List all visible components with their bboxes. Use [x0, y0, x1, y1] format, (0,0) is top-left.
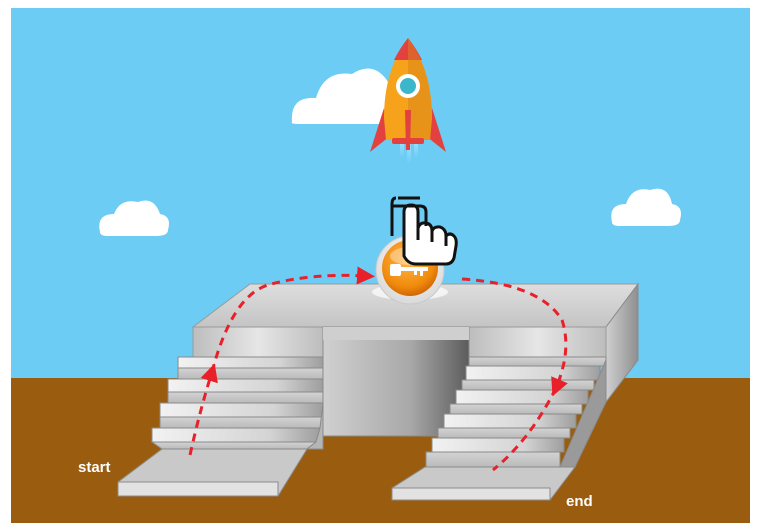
path-arrows: [188, 266, 568, 472]
path-arrow-from-button: [461, 277, 568, 397]
platform-front-left: [192, 326, 324, 358]
rocket-icon: [370, 38, 446, 164]
left-staircase: [150, 356, 324, 450]
path-arrow-up: [188, 363, 218, 456]
cloud-icon: [291, 68, 403, 124]
pointing-hand-icon: [390, 196, 458, 266]
cloud-icon: [99, 200, 169, 236]
start-label: start: [78, 459, 111, 476]
platform-block: [191, 282, 639, 437]
platform-front-right: [468, 326, 607, 358]
cloud-icon: [611, 188, 681, 226]
end-label: end: [566, 493, 593, 510]
path-arrow-to-button: [210, 266, 375, 373]
key-icon: [390, 264, 428, 276]
